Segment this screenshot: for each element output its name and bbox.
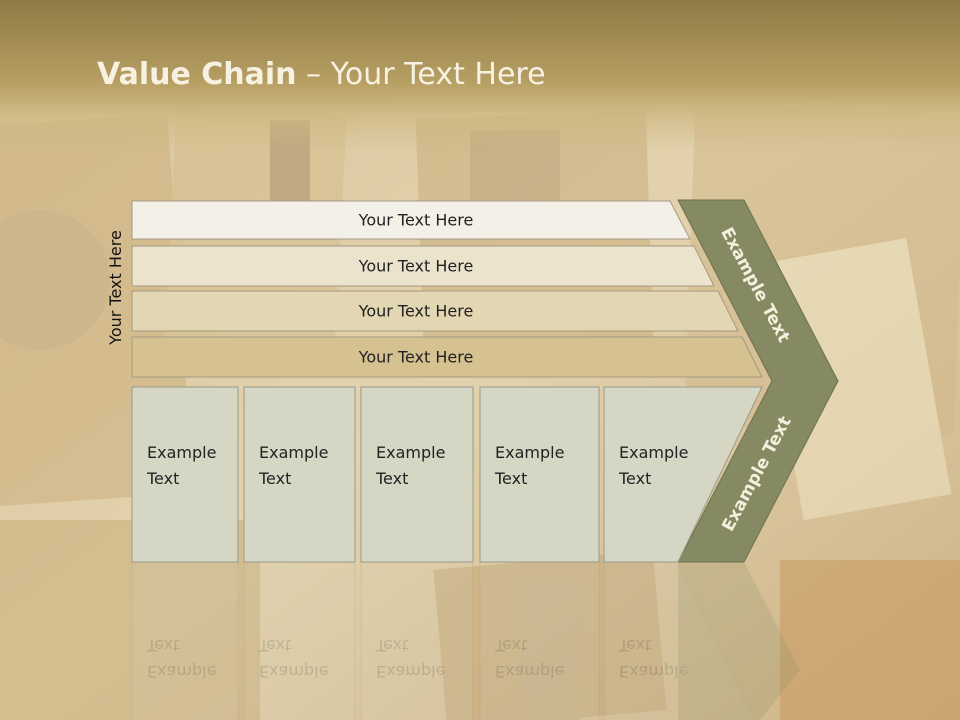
activity-cell-reflection-line1-2: Example — [259, 662, 328, 681]
activity-cell-line2-4: Text — [494, 469, 527, 488]
activity-cell-line2-5: Text — [618, 469, 651, 488]
activity-cell-3 — [360, 386, 474, 563]
activity-cell-reflection-5: Example Text — [603, 561, 755, 720]
support-row-4 — [131, 336, 763, 378]
activity-cell-line1-1: Example — [147, 443, 216, 462]
activity-cell-1 — [131, 386, 239, 563]
activity-cell-reflection-line2-4: Text — [494, 636, 527, 655]
activity-cell-line1-5: Example — [619, 443, 688, 462]
activity-cell-reflection-line1-1: Example — [147, 662, 216, 681]
activity-cell-4 — [479, 386, 600, 563]
support-row-label-1: Your Text Here — [358, 211, 474, 230]
activity-cell-line2-2: Text — [258, 469, 291, 488]
support-row-3 — [131, 290, 739, 332]
activity-cell-line2-1: Text — [146, 469, 179, 488]
activity-cell-reflection-1: Example Text — [131, 561, 239, 720]
activity-cell-reflection-line1-3: Example — [376, 662, 445, 681]
title-rest: Your Text Here — [330, 57, 546, 92]
activity-cell-2 — [243, 386, 356, 563]
activity-cell-reflection-line1-4: Example — [495, 662, 564, 681]
activity-cell-line1-2: Example — [259, 443, 328, 462]
title-separator: – — [296, 57, 331, 92]
activity-cell-line1-4: Example — [495, 443, 564, 462]
value-chain-chevron — [677, 199, 839, 563]
activity-cell-reflection-3: Example Text — [360, 561, 474, 720]
activity-cell-reflection-shape-2 — [243, 561, 356, 720]
slide-title: Value Chain – Your Text Here — [97, 55, 546, 95]
support-row-label-3: Your Text Here — [358, 302, 474, 321]
activity-cell-reflection-line2-1: Text — [146, 636, 179, 655]
activity-cell-line2-3: Text — [375, 469, 408, 488]
support-row-1 — [131, 200, 691, 240]
activity-cell-reflection-line2-3: Text — [375, 636, 408, 655]
title-bold: Value Chain — [97, 57, 297, 92]
activity-cell-reflection-line2-5: Text — [618, 636, 651, 655]
activity-cell-reflection-4: Example Text — [479, 561, 600, 720]
support-row-2 — [131, 245, 715, 287]
activity-cell-reflection-line1-5: Example — [619, 662, 688, 681]
activity-cell-reflection-line2-2: Text — [258, 636, 291, 655]
activity-cell-reflection-shape-1 — [131, 561, 239, 720]
chevron-reflection — [678, 562, 800, 720]
support-row-label-4: Your Text Here — [358, 348, 474, 367]
activity-cell-line1-3: Example — [376, 443, 445, 462]
support-row-label-2: Your Text Here — [358, 257, 474, 276]
activity-cell-reflection-shape-3 — [360, 561, 474, 720]
activity-cell-5 — [603, 386, 763, 563]
activity-cell-reflection-2: Example Text — [243, 561, 356, 720]
diagram-reflection: ExampleTextExampleTextExampleTextExample… — [131, 561, 800, 720]
title-bar — [0, 0, 960, 150]
